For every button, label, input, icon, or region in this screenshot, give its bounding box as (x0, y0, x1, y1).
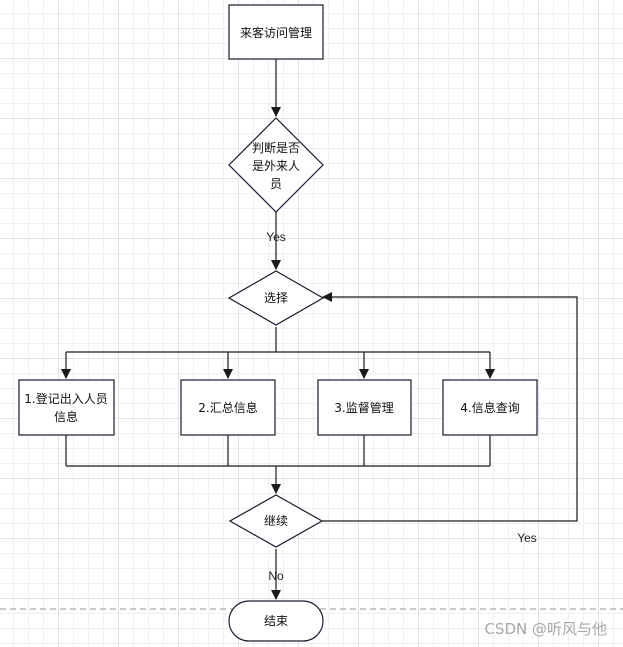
end-terminator (228, 600, 324, 642)
continue-label: 继续 (264, 514, 288, 528)
choose-label: 选择 (264, 291, 288, 305)
option-4-node: 4.信息查询 (442, 379, 538, 436)
option-2-label: 2.汇总信息 (198, 400, 257, 415)
edge-continue-loop-back (322, 292, 578, 522)
continue-diamond (228, 494, 324, 548)
judge-label-line3: 员 (270, 177, 282, 191)
option-3-box (317, 379, 412, 436)
option-1-label-line2: 信息 (54, 409, 78, 424)
start-box (228, 4, 324, 60)
start-label: 来客访问管理 (240, 25, 312, 40)
option-2-node: 2.汇总信息 (180, 379, 276, 436)
option-1-label-line1: 1.登记出入人员 (24, 391, 107, 406)
option-1-box (18, 379, 115, 436)
option-3-label: 3.监督管理 (334, 400, 393, 415)
continue-no-label: No (268, 569, 284, 583)
choose-node: 选择 (227, 270, 325, 326)
option-4-box (442, 379, 538, 436)
choose-diamond (227, 270, 325, 326)
judge-label-line2: 是外来人 (252, 159, 300, 173)
judge-yes-label: Yes (266, 230, 286, 244)
judge-node: 判断是否 是外来人 员 (228, 117, 324, 213)
option-1-node: 1.登记出入人员 信息 (18, 379, 115, 436)
option-3-node: 3.监督管理 (317, 379, 412, 436)
end-label: 结束 (264, 614, 288, 628)
csdn-watermark: CSDN @听风与他 (484, 620, 607, 638)
start-node: 来客访问管理 (228, 4, 324, 60)
continue-yes-label: Yes (517, 531, 537, 545)
end-node: 结束 (228, 600, 324, 642)
option-4-label: 4.信息查询 (460, 400, 519, 415)
option-2-box (180, 379, 276, 436)
judge-label-line1: 判断是否 (252, 140, 300, 155)
judge-diamond (228, 117, 324, 213)
continue-node: 继续 (228, 494, 324, 548)
edges (61, 59, 578, 600)
